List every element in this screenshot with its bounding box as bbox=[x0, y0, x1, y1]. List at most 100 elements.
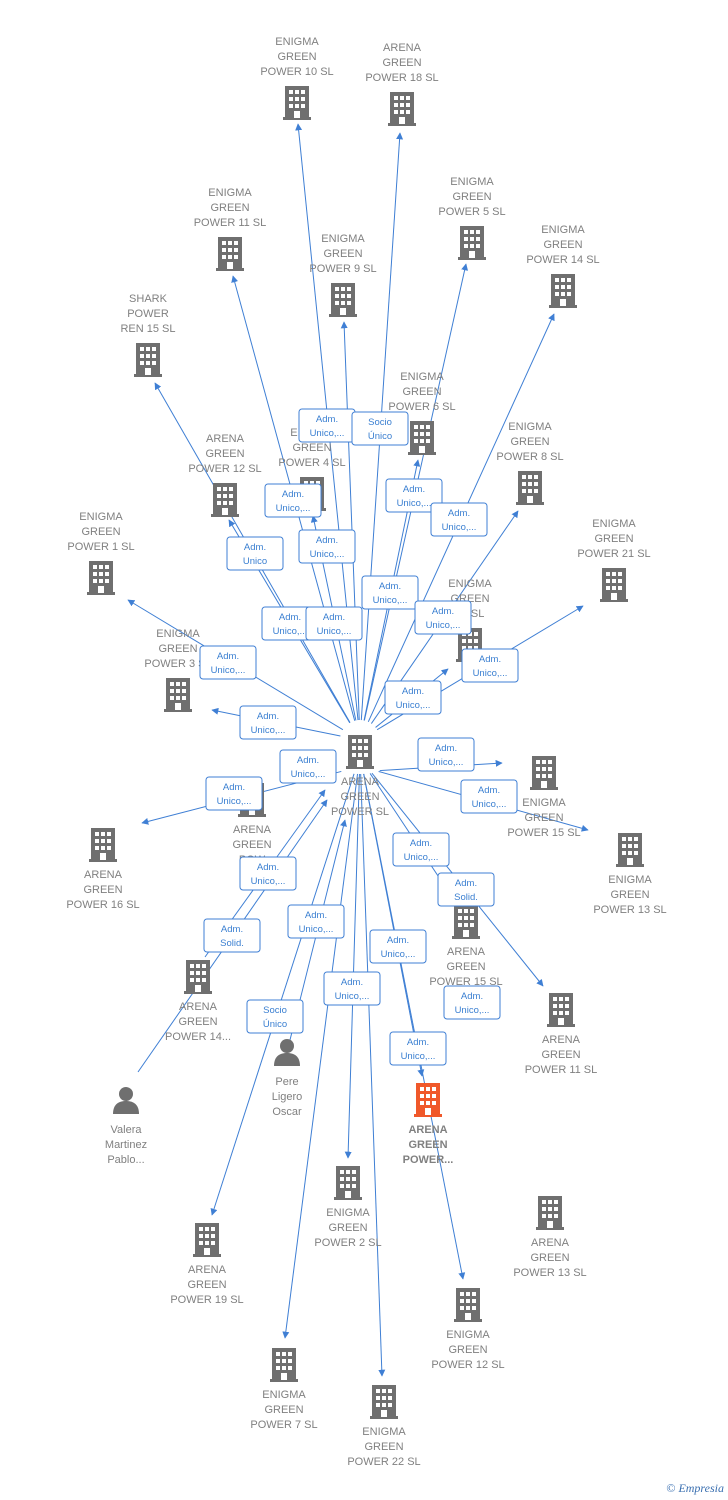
edge-label[interactable]: Adm.Unico,... bbox=[369, 929, 427, 964]
edge-label-text: Socio bbox=[368, 417, 392, 428]
node-label-line: GREEN bbox=[382, 57, 421, 69]
edge-label[interactable]: Adm.Unico,... bbox=[287, 904, 345, 939]
node-label-line: ENIGMA bbox=[156, 628, 200, 640]
node-label-line: POWER 6 SL bbox=[388, 401, 455, 413]
edge-label[interactable]: Adm.Unico,... bbox=[414, 600, 472, 635]
edge-label-text: Unico,... bbox=[276, 503, 311, 514]
edge-label[interactable]: Adm.Unico,... bbox=[205, 776, 263, 811]
edge-label[interactable]: Adm.Solid. bbox=[203, 918, 261, 953]
edge-label[interactable]: Adm.Unico,... bbox=[261, 606, 319, 641]
edge-label[interactable]: Adm.Unico,... bbox=[239, 856, 297, 891]
edge-label[interactable]: Adm.Unico,... bbox=[430, 502, 488, 537]
edge-label[interactable]: Adm.Unico,... bbox=[264, 483, 322, 518]
edge-label[interactable]: Adm.Unico,... bbox=[298, 408, 356, 443]
edge-label[interactable]: Adm.Unico,... bbox=[384, 680, 442, 715]
edge-label[interactable]: Adm.Unico bbox=[226, 536, 284, 571]
node-label-line: GREEN bbox=[292, 442, 331, 454]
node-label-line: ENIGMA bbox=[326, 1207, 370, 1219]
node-label-line: GREEN bbox=[210, 202, 249, 214]
node-label-line: Valera bbox=[111, 1124, 143, 1136]
edge-label-text: Socio bbox=[263, 1005, 287, 1016]
edge-label-text: Unico,... bbox=[310, 549, 345, 560]
edge-label[interactable]: Adm.Unico,... bbox=[361, 575, 419, 610]
edge-label[interactable]: Adm.Unico,... bbox=[323, 971, 381, 1006]
edge-label-text: Adm. bbox=[379, 581, 401, 592]
building-icon bbox=[164, 678, 192, 712]
person-node[interactable]: ValeraMartinezPablo... bbox=[105, 1087, 147, 1166]
edge-label[interactable]: Adm.Unico,... bbox=[460, 779, 518, 814]
edge-label-text: Unico,... bbox=[211, 665, 246, 676]
edge-label[interactable]: Adm.Unico,... bbox=[239, 705, 297, 740]
node-label-line: GREEN bbox=[364, 1441, 403, 1453]
building-icon bbox=[530, 756, 558, 790]
building-icon bbox=[329, 283, 357, 317]
node-label-line: ARENA bbox=[408, 1124, 447, 1136]
edge-label[interactable]: Adm. Unico,... bbox=[305, 606, 363, 641]
node-label-line: POWER 9 SL bbox=[309, 263, 376, 275]
edge-label-text: Solid. bbox=[220, 938, 244, 949]
node-label-line: GREEN bbox=[328, 1222, 367, 1234]
building-icon bbox=[370, 1385, 398, 1419]
edge-label-box bbox=[351, 411, 409, 446]
company-node[interactable]: ARENAGREENPOWER... bbox=[403, 1083, 454, 1166]
edge-label-text: Adm. bbox=[257, 862, 279, 873]
node-label-line: GREEN bbox=[232, 839, 271, 851]
building-icon bbox=[452, 905, 480, 939]
edge-label-box bbox=[384, 680, 442, 715]
edge-label[interactable]: Adm.Unico,... bbox=[298, 529, 356, 564]
node-label-line: ARENA bbox=[84, 869, 123, 881]
edge-label-text: Adm. bbox=[323, 612, 345, 623]
node-label-line: POWER 10 SL bbox=[260, 66, 333, 78]
node-label-line: SHARK bbox=[129, 293, 168, 305]
edge-label-text: Unico,... bbox=[317, 626, 352, 637]
edge-label-box bbox=[417, 737, 475, 772]
edge-label[interactable]: Adm.Unico,... bbox=[279, 749, 337, 784]
brand-logo[interactable]: ©Empresia bbox=[666, 1481, 724, 1496]
edge-label[interactable]: Adm.Unico,... bbox=[392, 832, 450, 867]
edge-label[interactable]: Adm.Unico,... bbox=[417, 737, 475, 772]
edge-label[interactable]: Adm.Unico,... bbox=[443, 985, 501, 1020]
edge-label-text: Adm. bbox=[455, 878, 477, 889]
node-label-line: GREEN bbox=[277, 51, 316, 63]
node-label-line: GREEN bbox=[402, 386, 441, 398]
edge-label[interactable]: Adm.Unico,... bbox=[385, 478, 443, 513]
edge-label[interactable]: Adm.Solid. bbox=[437, 872, 495, 907]
edge-label-box bbox=[305, 606, 363, 641]
edge-label[interactable]: Adm.Unico,... bbox=[389, 1031, 447, 1066]
edge-label[interactable]: Adm.Unico,... bbox=[199, 645, 257, 680]
edge-c-n4 bbox=[340, 321, 360, 721]
node-label-line: Ligero bbox=[272, 1091, 303, 1103]
edge-label-text: Unico,... bbox=[335, 991, 370, 1002]
edge-label[interactable]: Adm.Unico,... bbox=[461, 648, 519, 683]
